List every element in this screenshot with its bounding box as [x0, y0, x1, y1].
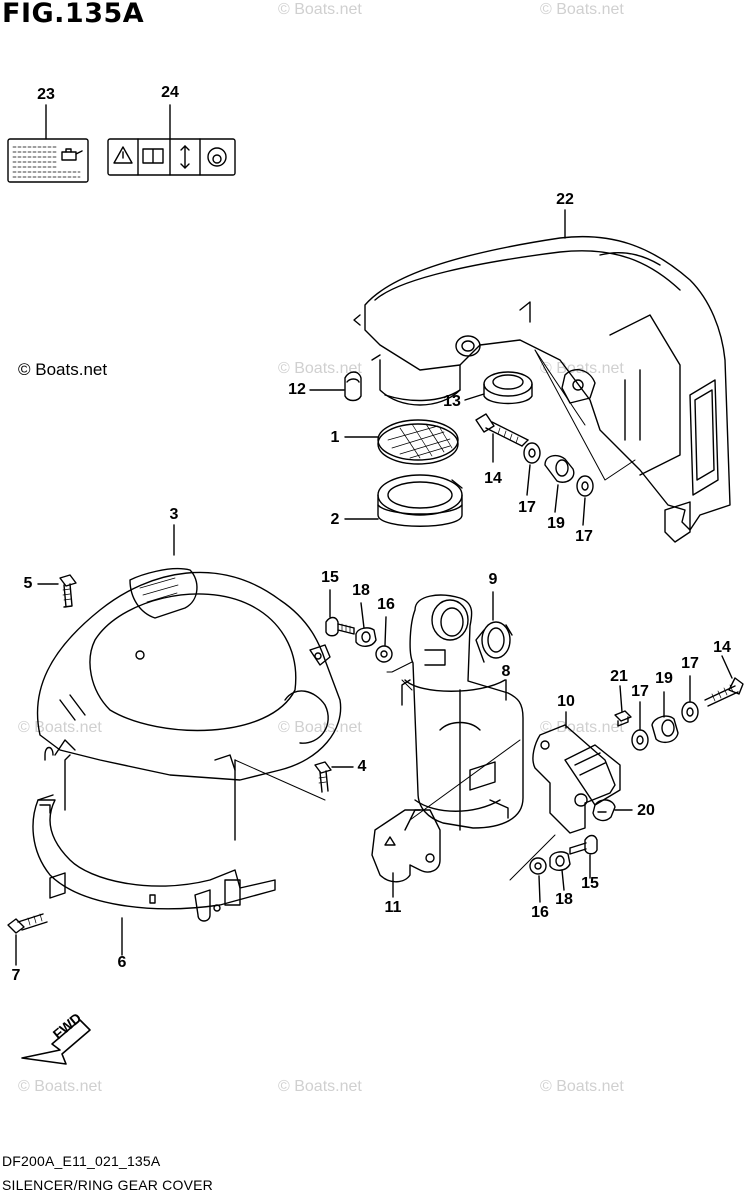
washer-16-upper	[375, 645, 393, 663]
grommet-12	[344, 371, 362, 402]
callout-9: 9	[488, 571, 498, 588]
nut-21	[614, 710, 632, 727]
screen-mesh	[377, 419, 459, 465]
bushing-19-upper	[544, 454, 575, 483]
bolt-14-right	[704, 677, 744, 707]
watermark: © Boats.net	[278, 1, 362, 18]
callout-22: 22	[556, 191, 574, 208]
callout-17: 17	[631, 683, 649, 700]
up-down-arrow-icon	[180, 145, 190, 169]
callout-13: 13	[443, 393, 461, 410]
bracket-11	[371, 809, 441, 883]
callout-6: 6	[117, 954, 127, 971]
callout-15: 15	[581, 875, 599, 892]
watermark: © Boats.net	[540, 360, 624, 377]
bolt-5	[59, 574, 77, 608]
callout-24: 24	[161, 84, 179, 101]
silencer-tank	[401, 594, 524, 831]
watermark: © Boats.net	[278, 360, 362, 377]
fwd-arrow-icon	[21, 1019, 91, 1065]
bolt-15-upper	[325, 616, 355, 637]
watermark: © Boats.net	[18, 1078, 102, 1095]
bolt-4	[314, 761, 332, 793]
callout-19: 19	[547, 515, 565, 532]
callout-16: 16	[531, 904, 549, 921]
bolt-15-lower	[569, 834, 598, 855]
washer-17-right-a	[631, 729, 649, 751]
callout-17: 17	[681, 655, 699, 672]
callout-2: 2	[330, 511, 340, 528]
callout-8: 8	[501, 663, 511, 680]
label-sticker-warning	[107, 138, 236, 176]
ring-gear-cover-lower	[32, 754, 276, 922]
callout-21: 21	[610, 668, 628, 685]
washer-17-right-b	[681, 701, 699, 723]
callout-23: 23	[37, 86, 55, 103]
callout-18: 18	[555, 891, 573, 908]
callout-14: 14	[713, 639, 731, 656]
watermark-dark: © Boats.net	[18, 360, 108, 379]
fwd-label: FWD	[50, 1010, 85, 1043]
callout-1: 1	[330, 429, 340, 446]
warning-triangle-icon	[113, 146, 133, 164]
watermark: © Boats.net	[540, 1078, 624, 1095]
callout-3: 3	[169, 506, 179, 523]
callout-15: 15	[321, 569, 339, 586]
callout-19: 19	[655, 670, 673, 687]
bolt-14-upper	[475, 413, 529, 447]
label-sticker-oil	[7, 138, 89, 183]
figure-title: FIG.135A	[2, 0, 145, 29]
bracket-10	[532, 724, 621, 834]
callout-11: 11	[384, 899, 402, 916]
diagram-code: DF200A_E11_021_135A	[2, 1153, 161, 1169]
callout-20: 20	[637, 802, 655, 819]
callout-16: 16	[377, 596, 395, 613]
callout-17: 17	[575, 528, 593, 545]
oil-can-icon	[61, 148, 83, 161]
callout-10: 10	[557, 693, 575, 710]
watermark: © Boats.net	[540, 719, 624, 736]
callout-18: 18	[352, 582, 370, 599]
bushing-19-right	[651, 715, 679, 744]
watermark: © Boats.net	[540, 1, 624, 18]
washer-16-lower	[529, 857, 547, 875]
seal-ring	[377, 474, 463, 527]
grommet-13	[483, 371, 533, 405]
grommet-9	[475, 621, 513, 663]
clip-20	[592, 799, 616, 822]
callout-14: 14	[484, 470, 502, 487]
callout-7: 7	[11, 967, 21, 984]
callout-17: 17	[518, 499, 536, 516]
bolt-7	[7, 913, 48, 934]
watermark: © Boats.net	[278, 1078, 362, 1095]
bushing-18-upper	[355, 627, 377, 647]
oil-drop-circle-icon	[207, 147, 227, 167]
diagram-title: SILENCER/RING GEAR COVER	[2, 1177, 213, 1193]
callout-4: 4	[357, 758, 367, 775]
ring-gear-cover	[36, 568, 342, 781]
silencer-case	[353, 235, 731, 543]
manual-book-icon	[142, 148, 164, 164]
washer-17-upper-b	[576, 475, 594, 497]
callout-12: 12	[288, 381, 306, 398]
watermark: © Boats.net	[278, 719, 362, 736]
callout-5: 5	[23, 575, 33, 592]
washer-17-upper	[523, 442, 541, 464]
bushing-18-lower	[549, 851, 571, 871]
